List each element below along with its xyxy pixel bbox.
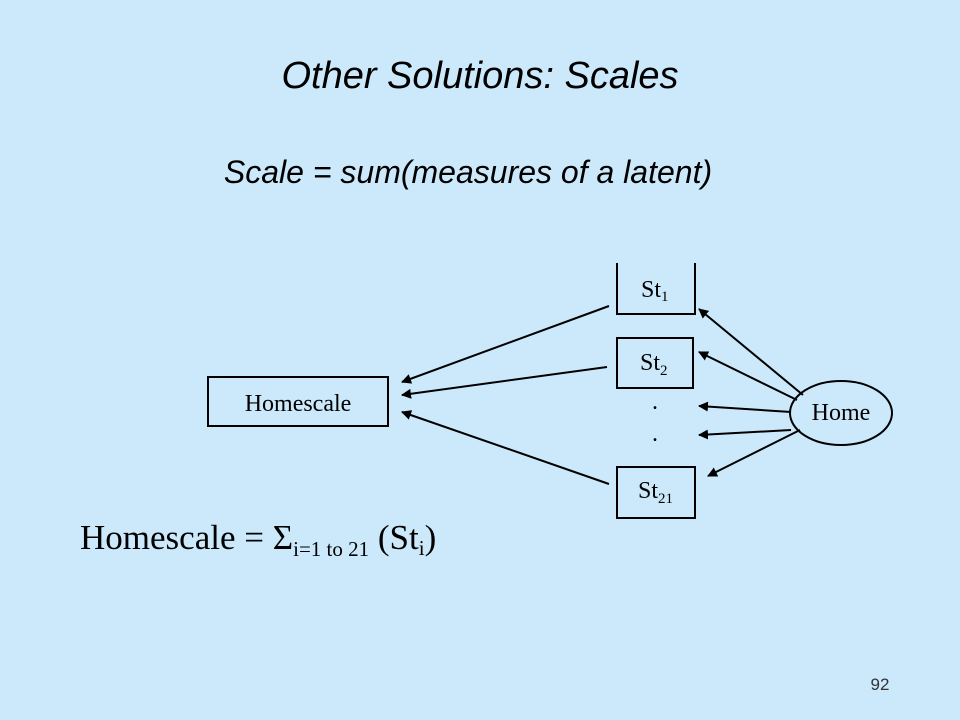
homescale-box [207,376,389,427]
home-latent-ellipse [789,380,893,446]
formula-range: i=1 to 21 [293,537,370,561]
st1-label: St1 [641,277,669,305]
arrow-home-to-st1 [698,308,804,396]
formula-open: (St [369,518,419,557]
st2-label: St2 [640,350,668,379]
ellipsis-dot: . [652,389,658,415]
ellipsis-dot: . [652,421,658,447]
slide-title: Other Solutions: Scales [281,55,679,97]
homescale-formula: Homescale = Σi=1 to 21 (Sti) [80,516,436,571]
st2-box [616,337,694,389]
homescale-box-label: Homescale [245,391,352,417]
home-latent-label: Home [812,400,871,426]
formula-lhs: Homescale = [80,518,273,557]
page-number: 92 [870,675,890,694]
formula-close: ) [424,518,437,557]
st21-label: St21 [638,478,673,507]
arrow-st2-to-homescale [401,366,608,399]
st1-box [616,263,696,315]
arrow-home-to-st2 [698,351,798,401]
arrow-home-to-dot-1 [698,401,792,413]
formula-sigma: Σ [272,518,294,557]
arrow-home-to-st21 [707,429,801,477]
slide-subtitle: Scale = sum(measures of a latent) [223,154,713,190]
arrow-st21-to-homescale [401,410,610,485]
arrow-home-to-dot-2 [698,429,792,440]
formula-index: i [418,536,425,560]
st21-box [616,466,696,519]
arrow-st1-to-homescale [401,305,610,384]
